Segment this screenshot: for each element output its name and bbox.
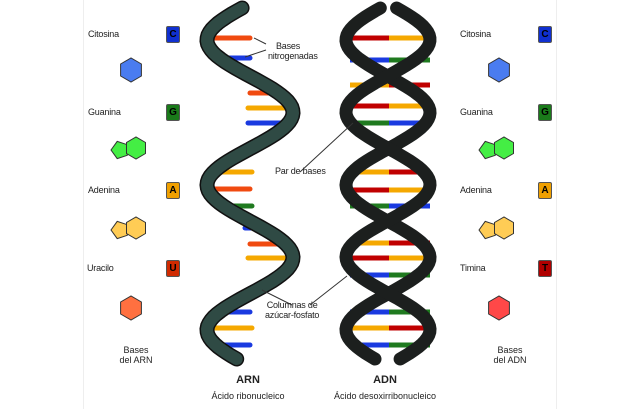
- caption-line: del ADN: [493, 355, 527, 365]
- base-name: Adenina: [460, 185, 492, 195]
- pointer-line: [261, 289, 293, 306]
- purine-six-ring-icon: [126, 216, 146, 240]
- base-name: Guanina: [460, 107, 493, 117]
- label-par-de-bases: Par de bases: [275, 166, 326, 176]
- base-letter-badge: U: [166, 260, 180, 277]
- caption-line: Bases: [123, 345, 149, 355]
- caption-line: del ARN: [119, 355, 153, 365]
- dna-backbone-strand-2: [339, 1, 437, 366]
- base-name: Adenina: [88, 185, 120, 195]
- base-letter-badge: T: [538, 260, 552, 277]
- pyrimidine-ring-icon: [488, 57, 510, 83]
- pointer-line: [244, 49, 267, 58]
- label-line: azúcar-fosfato: [265, 310, 320, 320]
- purine-five-ring-icon: [478, 140, 496, 160]
- pointer-line: [309, 275, 348, 306]
- panel-divider: [83, 0, 84, 409]
- base-letter-badge: C: [538, 26, 552, 43]
- label-line: Bases: [276, 41, 301, 51]
- label-line: Columnas de: [266, 300, 318, 310]
- purine-five-ring-icon: [478, 220, 496, 240]
- base-name: Citosina: [88, 29, 119, 39]
- rna-sugar-phosphate-backbone: [200, 2, 300, 365]
- base-letter-badge: G: [538, 104, 552, 121]
- label-line: nitrogenadas: [268, 51, 318, 61]
- rna-subtitle: Ácido ribonucleico: [211, 391, 285, 401]
- pyrimidine-ring-icon: [488, 295, 510, 321]
- purine-six-ring-icon: [494, 136, 514, 160]
- base-letter-badge: A: [166, 182, 180, 199]
- label-columnas-azucar-fosfato: Columnas de azúcar-fosfato: [265, 300, 319, 320]
- dna-subtitle: Ácido desoxirribonucleico: [333, 391, 437, 401]
- pointer-line: [299, 122, 354, 173]
- base-letter-badge: A: [538, 182, 552, 199]
- base-name: Uracilo: [87, 263, 114, 273]
- label-bases-nitrogenadas: Bases nitrogenadas: [268, 41, 318, 61]
- panel-divider: [556, 0, 557, 409]
- base-name: Citosina: [460, 29, 491, 39]
- base-letter-badge: C: [166, 26, 180, 43]
- purine-five-ring-icon: [110, 220, 128, 240]
- caption-line: Bases: [497, 345, 523, 355]
- dna-backbone-strand-1: [339, 1, 437, 366]
- pyrimidine-ring-icon: [120, 57, 142, 83]
- panel-caption: Bases del ARN: [96, 345, 176, 365]
- panel-caption: Bases del ADN: [470, 345, 550, 365]
- purine-six-ring-icon: [126, 136, 146, 160]
- base-name: Guanina: [88, 107, 121, 117]
- base-letter-badge: G: [166, 104, 180, 121]
- base-name: Timina: [460, 263, 486, 273]
- pointer-line: [253, 37, 267, 45]
- dna-title: ADN: [373, 374, 397, 386]
- pyrimidine-ring-icon: [120, 295, 142, 321]
- purine-six-ring-icon: [494, 216, 514, 240]
- purine-five-ring-icon: [110, 140, 128, 160]
- rna-title: ARN: [236, 374, 260, 386]
